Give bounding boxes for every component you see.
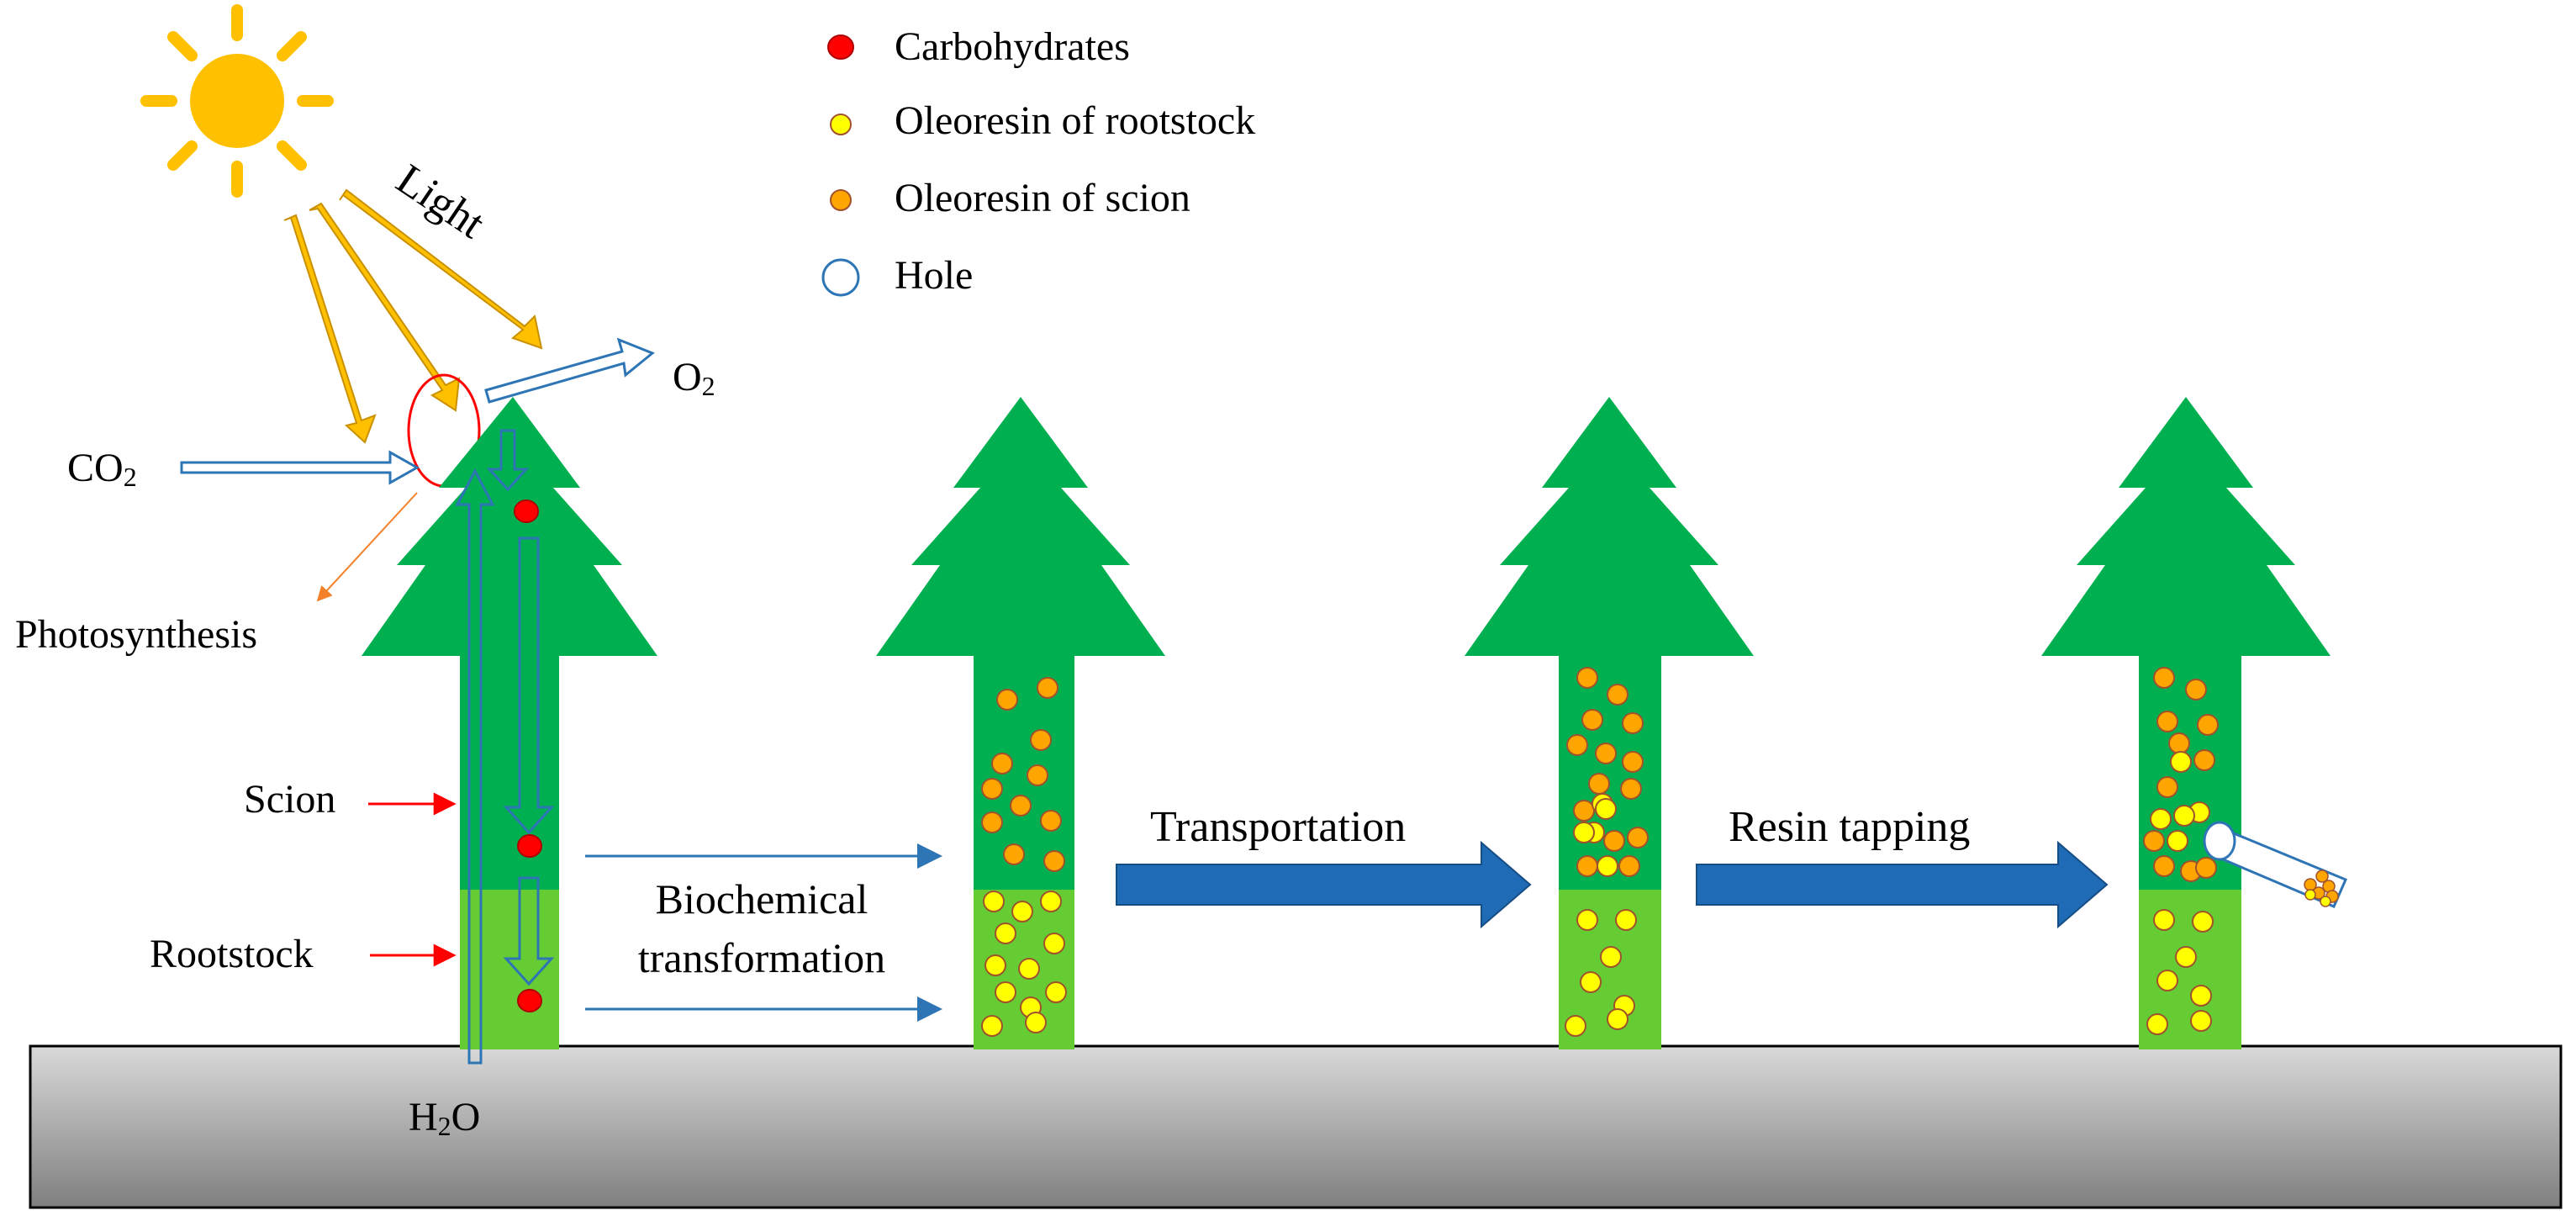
light-rays bbox=[283, 188, 543, 444]
rootstock-label: Rootstock bbox=[150, 932, 314, 976]
o2-output-arrow bbox=[484, 337, 655, 404]
tree-3-scion-oleoresin bbox=[1566, 667, 1649, 877]
carbohydrates-legend-label: Carbohydrates bbox=[895, 24, 1130, 69]
h2o-label-subscript: 2 bbox=[438, 1111, 451, 1141]
canopy bbox=[2041, 397, 2331, 890]
tree-2 bbox=[876, 397, 1165, 1049]
tree-4-scion-rootstock-oleoresin bbox=[2150, 751, 2210, 852]
co2-label: CO2 bbox=[67, 446, 137, 492]
canopy bbox=[1465, 397, 1754, 890]
canopy bbox=[876, 397, 1165, 890]
sun-icon bbox=[140, 4, 334, 198]
o2-label: O2 bbox=[673, 355, 715, 401]
biochemical-label-line1: Biochemical bbox=[656, 875, 868, 922]
carbohydrate-particles bbox=[514, 500, 542, 1012]
co2-input-arrow bbox=[180, 450, 420, 485]
oleoresin-rootstock-legend-label: Oleoresin of rootstock bbox=[895, 98, 1255, 143]
transportation-label: Transportation bbox=[1150, 803, 1406, 851]
h2o-label-o: O bbox=[451, 1095, 481, 1139]
resin-tapping-arrow bbox=[1696, 840, 2109, 929]
canopy bbox=[362, 397, 657, 890]
carbohydrate-flow-arrow-top bbox=[486, 429, 530, 492]
ground bbox=[29, 1044, 2563, 1209]
tree-3-rootstock-oleoresin bbox=[1565, 909, 1637, 1037]
water-uptake-arrow bbox=[455, 468, 495, 1065]
carbohydrate-flow-arrow-bottom bbox=[503, 876, 555, 986]
o2-label-subscript: 2 bbox=[702, 371, 715, 401]
legend: Carbohydrates Oleoresin of rootstock Ole… bbox=[821, 24, 1255, 298]
photosynthesis-label: Photosynthesis bbox=[15, 612, 257, 657]
carbohydrates-legend-icon bbox=[827, 34, 854, 60]
o2-label-main: O bbox=[673, 355, 702, 399]
tree-2-rootstock-oleoresin bbox=[981, 891, 1067, 1037]
co2-label-main: CO bbox=[67, 446, 124, 490]
rootstock-trunk bbox=[460, 890, 559, 1049]
photosynthesis-pointer bbox=[316, 492, 418, 602]
tree-2-scion-oleoresin bbox=[981, 677, 1065, 872]
h2o-label-h: H bbox=[409, 1095, 438, 1139]
oleoresin-scion-legend-icon bbox=[830, 189, 852, 211]
tree-3-scion-rootstock-oleoresin bbox=[1573, 793, 1618, 877]
oleoresin-scion-legend-label: Oleoresin of scion bbox=[895, 176, 1190, 220]
transportation-arrow bbox=[1116, 840, 1532, 929]
hole-legend-label: Hole bbox=[895, 253, 973, 298]
tapping-hole-icon bbox=[2203, 821, 2236, 861]
tree-1 bbox=[362, 397, 657, 1049]
co2-label-subscript: 2 bbox=[124, 462, 137, 492]
biochemical-label-line2: transformation bbox=[638, 934, 885, 981]
resin-tapping-tube bbox=[2209, 825, 2347, 908]
oleoresin-rootstock-legend-icon bbox=[830, 114, 852, 135]
scion-label: Scion bbox=[244, 777, 335, 822]
tree-4-rootstock-oleoresin bbox=[2146, 909, 2214, 1035]
resin-tapping-label: Resin tapping bbox=[1729, 803, 1970, 851]
h2o-label: H2O bbox=[409, 1095, 480, 1141]
tree-4-scion-oleoresin bbox=[2143, 667, 2219, 882]
carbohydrate-flow-arrow-middle bbox=[503, 536, 555, 835]
hole-legend-icon bbox=[821, 258, 860, 297]
